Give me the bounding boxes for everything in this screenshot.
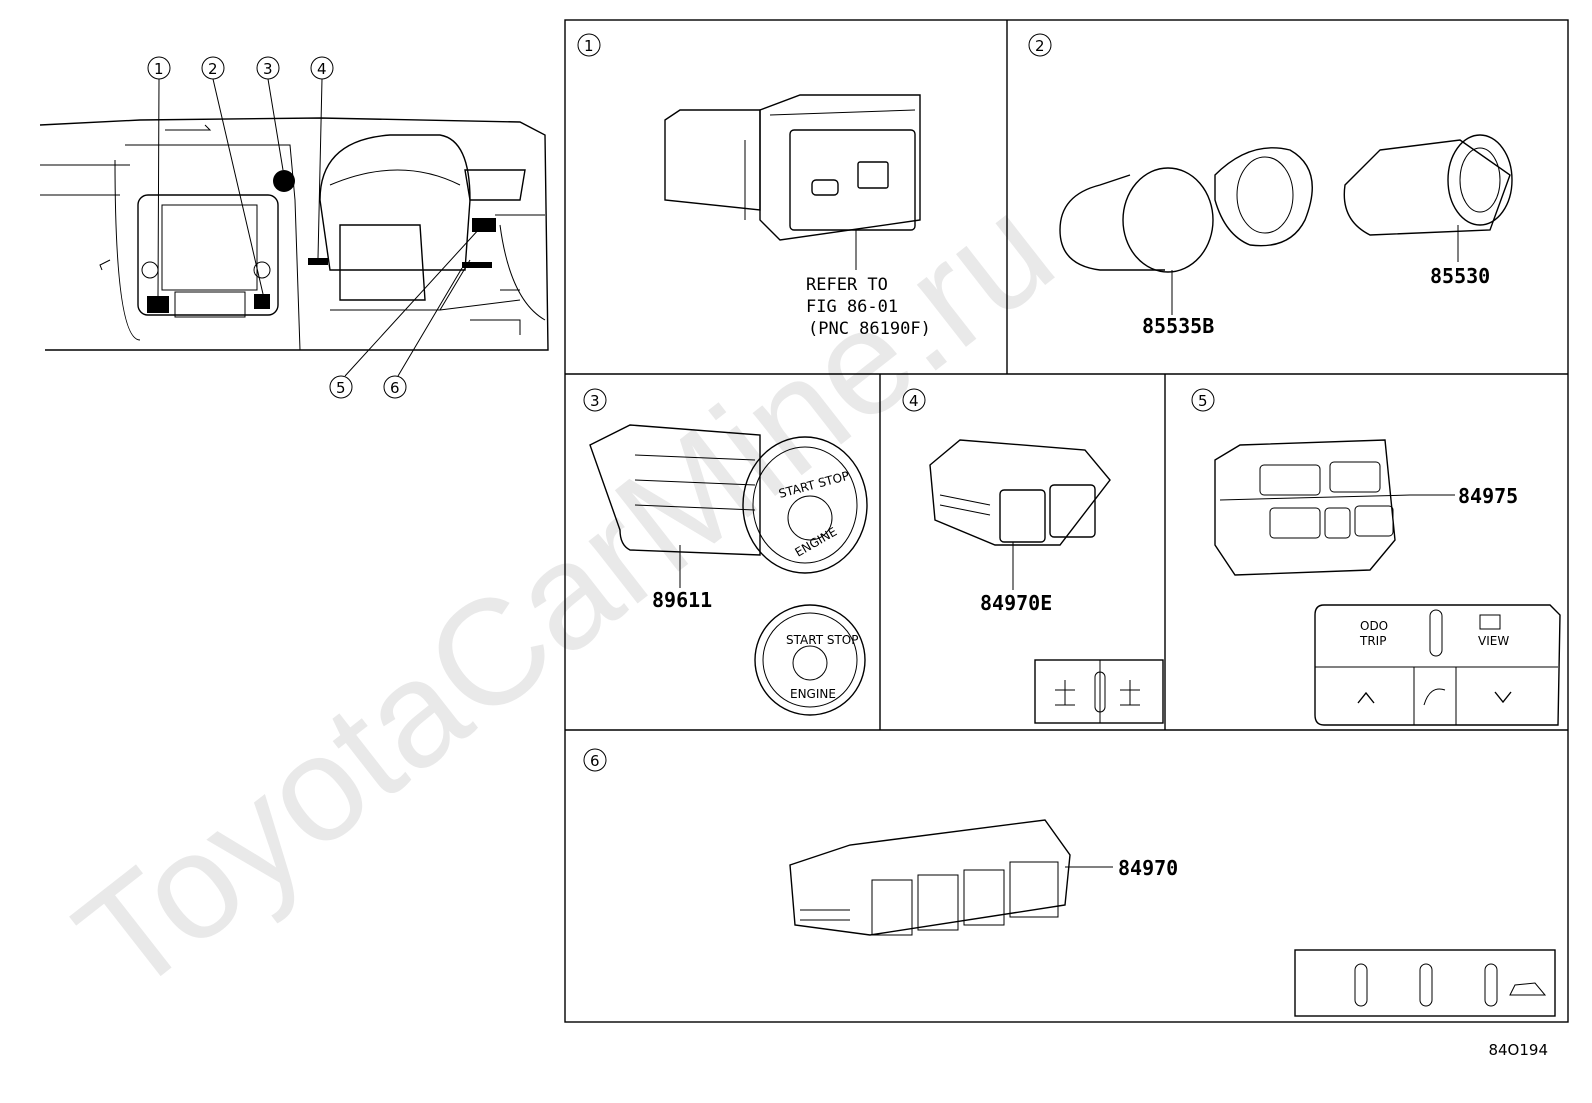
part-84970E: 84970E — [980, 591, 1052, 615]
start-stop-button-face: START STOP ENGINE — [754, 604, 866, 716]
settings-icon — [1423, 688, 1446, 706]
dashboard-overview — [39, 117, 549, 351]
panel-3-number: 3 — [590, 392, 600, 410]
overview-callouts: 1 2 3 4 5 6 — [147, 56, 481, 399]
drive-mode-switch-face — [1294, 949, 1556, 1017]
vehicle-icon — [1509, 982, 1547, 996]
switch-4wd-face — [1034, 659, 1164, 724]
part-85535B: 85535B — [1142, 314, 1214, 338]
callout-2: 2 — [208, 60, 218, 78]
drive-mode-switch — [789, 819, 1071, 936]
switch-4wd — [929, 439, 1111, 546]
callout-6: 6 — [390, 379, 400, 397]
part-84970: 84970 — [1118, 856, 1178, 880]
panel-1-ref-line3: (PNC 86190F) — [808, 319, 931, 339]
odo-label: ODO — [1360, 619, 1388, 633]
callout-3: 3 — [263, 60, 273, 78]
face-start-stop-label: START STOP — [786, 633, 858, 647]
usb-port-unit — [664, 94, 921, 241]
panel-6-number: 6 — [590, 752, 600, 770]
face-engine-label: ENGINE — [790, 687, 836, 701]
panel-5-number: 5 — [1198, 392, 1208, 410]
meter-switch-face: ODO TRIP VIEW — [1314, 604, 1561, 726]
callout-1: 1 — [154, 60, 164, 78]
meter-control-switch — [1214, 439, 1411, 576]
panel-1-ref-line1: REFER TO — [806, 275, 888, 295]
trip-label: TRIP — [1359, 634, 1386, 648]
callout-4: 4 — [317, 60, 327, 78]
socket-assembly — [1059, 147, 1313, 273]
panel-4: 4 84970E — [902, 388, 1164, 724]
panel-2: 2 85535B 85530 — [1028, 33, 1513, 338]
up-arrow-icon — [1357, 691, 1375, 704]
panel-4-number: 4 — [909, 392, 919, 410]
part-84975: 84975 — [1458, 484, 1518, 508]
diagram-code: 84O194 — [1488, 1041, 1548, 1059]
panel-6: 6 84970 — [583, 748, 1556, 1017]
down-arrow-icon — [1494, 691, 1512, 704]
panel-1: 1 REFER TO FIG 86-01 (PNC 86190F) — [577, 33, 931, 339]
part-85530: 85530 — [1430, 264, 1490, 288]
panel-1-ref-line2: FIG 86-01 — [806, 297, 898, 317]
socket-housing — [1343, 134, 1513, 236]
view-label: VIEW — [1478, 634, 1509, 648]
panel-1-number: 1 — [584, 37, 594, 55]
panel-5: 5 84975 ODO TRIP VIEW — [1191, 388, 1561, 726]
part-89611: 89611 — [652, 588, 712, 612]
panel-2-number: 2 — [1035, 37, 1045, 55]
detail-grid — [564, 19, 1569, 1023]
callout-5: 5 — [336, 379, 346, 397]
